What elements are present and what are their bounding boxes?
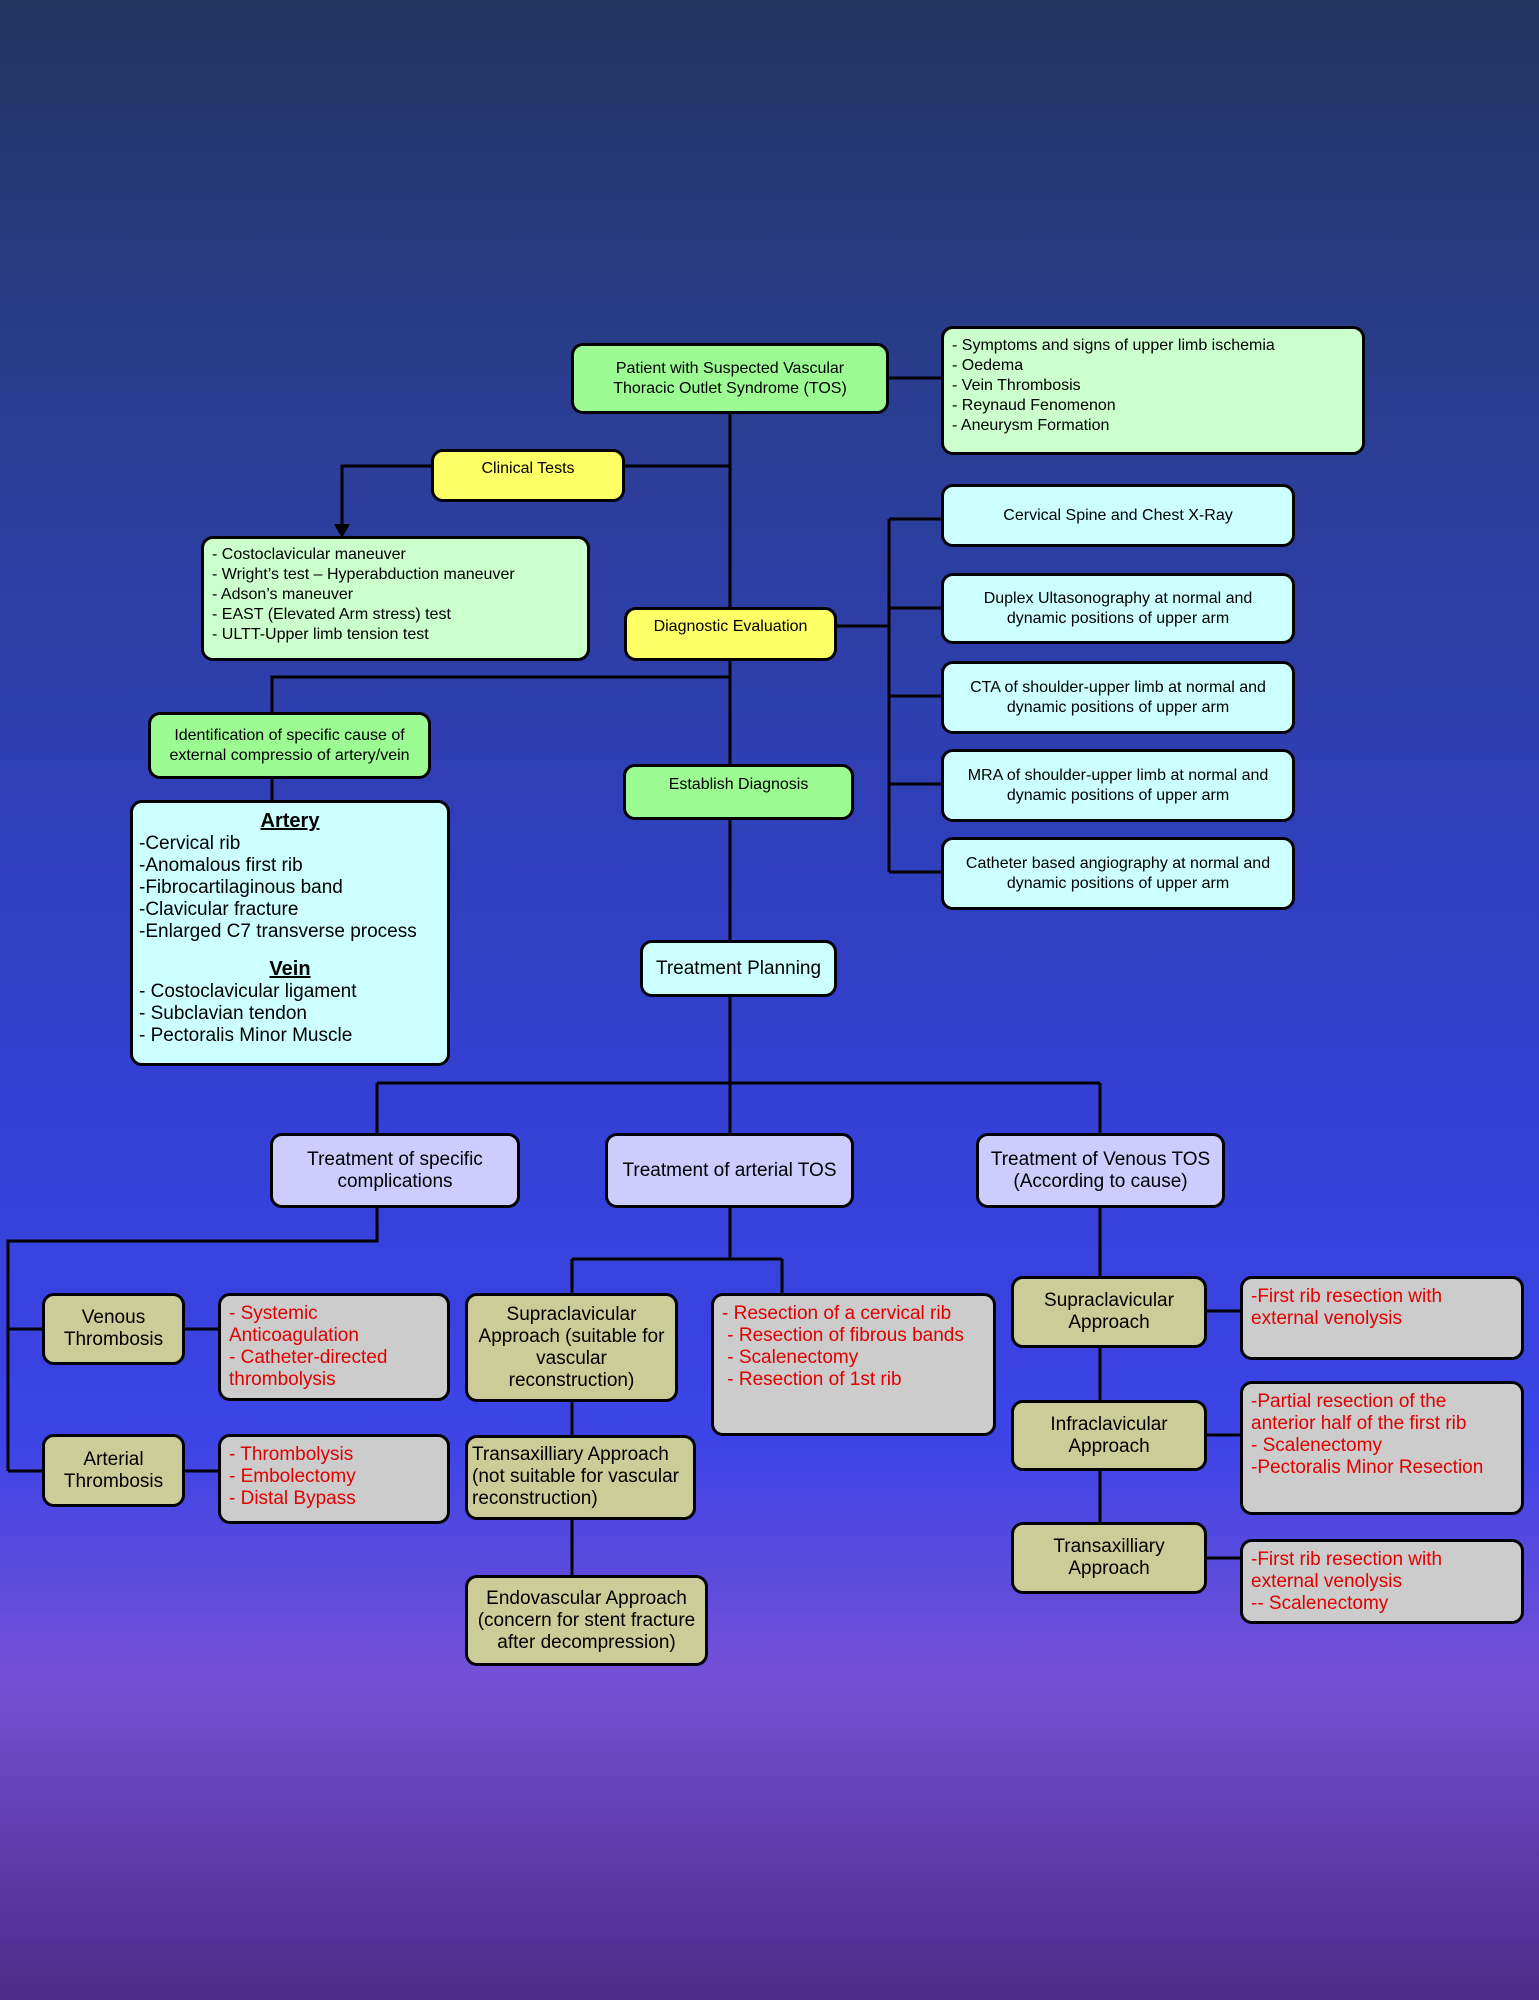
list-item: -Cervical rib bbox=[139, 833, 241, 854]
list-item: -Pectoralis Minor Resection bbox=[1251, 1457, 1484, 1478]
diagnostic-evaluation-node: Diagnostic Evaluation bbox=[624, 607, 837, 661]
arterial-supraclavicular-node: Supraclavicular Approach (suitable for v… bbox=[465, 1293, 678, 1402]
list-item: -First rib resection with bbox=[1251, 1286, 1443, 1307]
treatment-planning-node: Treatment Planning bbox=[640, 940, 837, 997]
list-item: - Systemic bbox=[229, 1303, 318, 1324]
venous-transaxilliary-label: Transaxilliary Approach bbox=[1053, 1536, 1165, 1579]
list-item: thrombolysis bbox=[229, 1369, 336, 1390]
establish-diagnosis-label: Establish Diagnosis bbox=[668, 776, 809, 793]
venous-supraclavicular-treatments: -First rib resection with external venol… bbox=[1240, 1276, 1524, 1360]
imaging-label: Catheter based angiography at normal and… bbox=[965, 854, 1271, 892]
venous-thrombosis-treatments: - Systemic Anticoagulation - Catheter-di… bbox=[218, 1293, 450, 1401]
venous-transaxilliary-node: Transaxilliary Approach bbox=[1011, 1522, 1207, 1594]
list-item: - Scalenectomy bbox=[722, 1347, 859, 1368]
imaging-xray-node: Cervical Spine and Chest X-Ray bbox=[941, 484, 1295, 547]
list-item: - Pectoralis Minor Muscle bbox=[139, 1025, 353, 1046]
clinical-tests-list: - Costoclavicular maneuver - Wright’s te… bbox=[201, 536, 590, 661]
venous-thrombosis-label: Venous Thrombosis bbox=[63, 1307, 164, 1350]
list-item: - Aneurysm Formation bbox=[952, 417, 1110, 434]
infraclavicular-node: Infraclavicular Approach bbox=[1011, 1400, 1207, 1471]
list-item: - Symptoms and signs of upper limb ische… bbox=[952, 337, 1275, 354]
treatment-planning-label: Treatment Planning bbox=[655, 957, 822, 979]
list-item: - Resection of 1st rib bbox=[722, 1369, 902, 1390]
infraclavicular-label: Infraclavicular Approach bbox=[1050, 1413, 1168, 1457]
list-item: - ULTT-Upper limb tension test bbox=[212, 626, 429, 643]
endovascular-label: Endovascular Approach (concern for stent… bbox=[477, 1587, 696, 1653]
list-item: - Reynaud Fenomenon bbox=[952, 397, 1116, 414]
arterial-thrombosis-label: Arterial Thrombosis bbox=[63, 1448, 164, 1492]
list-item: - Distal Bypass bbox=[229, 1488, 356, 1509]
identification-node: Identification of specific cause of exte… bbox=[148, 712, 431, 779]
venous-tos-node: Treatment of Venous TOS (According to ca… bbox=[976, 1133, 1225, 1208]
imaging-label: CTA of shoulder-upper limb at normal and… bbox=[970, 678, 1266, 716]
list-item: - Wright’s test – Hyperabduction maneuve… bbox=[212, 566, 515, 583]
list-item: anterior half of the first rib bbox=[1251, 1413, 1467, 1434]
arterial-supraclavicular-label: Supraclavicular Approach (suitable for v… bbox=[478, 1303, 665, 1391]
imaging-cta-node: CTA of shoulder-upper limb at normal and… bbox=[941, 661, 1295, 734]
list-item: - Embolectomy bbox=[229, 1466, 356, 1487]
list-item: - Subclavian tendon bbox=[139, 1003, 307, 1024]
list-item: -Enlarged C7 transverse process bbox=[139, 921, 417, 942]
list-item: -First rib resection with bbox=[1251, 1549, 1443, 1570]
clinical-tests-node: Clinical Tests bbox=[431, 449, 625, 502]
list-item: - Vein Thrombosis bbox=[952, 377, 1081, 394]
establish-diagnosis-node: Establish Diagnosis bbox=[623, 764, 854, 820]
arterial-transaxilliary-label: Transaxilliary Approach (not suitable fo… bbox=[472, 1444, 679, 1509]
list-item: - Oedema bbox=[952, 357, 1024, 374]
list-item: - Adson’s maneuver bbox=[212, 586, 354, 603]
complications-label: Treatment of specific complications bbox=[307, 1148, 483, 1192]
list-item: - Thrombolysis bbox=[229, 1444, 354, 1465]
root-node: Patient with Suspected Vascular Thoracic… bbox=[571, 343, 889, 414]
list-item: -Fibrocartilaginous band bbox=[139, 877, 343, 898]
list-item: Anticoagulation bbox=[229, 1325, 359, 1346]
imaging-angiography-node: Catheter based angiography at normal and… bbox=[941, 837, 1295, 910]
venous-transaxilliary-treatments: -First rib resection with external venol… bbox=[1240, 1539, 1524, 1624]
symptoms-box: - Symptoms and signs of upper limb ische… bbox=[941, 326, 1365, 455]
imaging-label: Duplex Ultasonography at normal and dyna… bbox=[983, 589, 1253, 627]
venous-supraclavicular-label: Supraclavicular Approach bbox=[1044, 1290, 1174, 1333]
list-item: -Anomalous first rib bbox=[139, 855, 303, 876]
venous-thrombosis-node: Venous Thrombosis bbox=[42, 1293, 185, 1365]
list-item: - Scalenectomy bbox=[1251, 1435, 1382, 1456]
arterial-thrombosis-node: Arterial Thrombosis bbox=[42, 1434, 185, 1507]
venous-supraclavicular-node: Supraclavicular Approach bbox=[1011, 1276, 1207, 1348]
infraclavicular-treatments: -Partial resection of the anterior half … bbox=[1240, 1381, 1524, 1515]
endovascular-node: Endovascular Approach (concern for stent… bbox=[465, 1575, 708, 1666]
arterial-tos-node: Treatment of arterial TOS bbox=[605, 1133, 854, 1208]
imaging-label: MRA of shoulder-upper limb at normal and… bbox=[967, 766, 1269, 804]
imaging-label: Cervical Spine and Chest X-Ray bbox=[1003, 506, 1233, 524]
list-item: - Resection of fibrous bands bbox=[722, 1325, 964, 1346]
arterial-tos-label: Treatment of arterial TOS bbox=[622, 1159, 837, 1181]
list-item: external venolysis bbox=[1251, 1571, 1403, 1592]
list-item: -Partial resection of the bbox=[1251, 1391, 1447, 1412]
list-item: - EAST (Elevated Arm stress) test bbox=[212, 606, 451, 623]
list-item: - Catheter-directed bbox=[229, 1347, 388, 1368]
clinical-tests-label: Clinical Tests bbox=[481, 460, 575, 477]
imaging-mra-node: MRA of shoulder-upper limb at normal and… bbox=[941, 749, 1295, 822]
list-item: - Costoclavicular maneuver bbox=[212, 546, 406, 563]
vein-heading: Vein bbox=[269, 958, 311, 980]
artery-heading: Artery bbox=[260, 810, 320, 832]
causes-box: Artery -Cervical rib -Anomalous first ri… bbox=[130, 800, 450, 1066]
list-item: external venolysis bbox=[1251, 1308, 1403, 1329]
identification-label: Identification of specific cause of exte… bbox=[169, 726, 410, 764]
list-item: - Resection of a cervical rib bbox=[722, 1303, 952, 1324]
list-item: -- Scalenectomy bbox=[1251, 1593, 1389, 1614]
list-item: - Costoclavicular ligament bbox=[139, 981, 357, 1002]
list-item: -Clavicular fracture bbox=[139, 899, 299, 920]
arterial-procedures-box: - Resection of a cervical rib - Resectio… bbox=[711, 1293, 996, 1436]
arterial-thrombosis-treatments: - Thrombolysis - Embolectomy - Distal By… bbox=[218, 1434, 450, 1524]
complications-node: Treatment of specific complications bbox=[270, 1133, 520, 1208]
diagnostic-evaluation-label: Diagnostic Evaluation bbox=[653, 618, 808, 635]
arterial-transaxilliary-node: Transaxilliary Approach (not suitable fo… bbox=[465, 1435, 696, 1520]
venous-tos-label: Treatment of Venous TOS (According to ca… bbox=[990, 1148, 1211, 1192]
root-label: Patient with Suspected Vascular Thoracic… bbox=[613, 359, 847, 397]
imaging-duplex-node: Duplex Ultasonography at normal and dyna… bbox=[941, 573, 1295, 644]
